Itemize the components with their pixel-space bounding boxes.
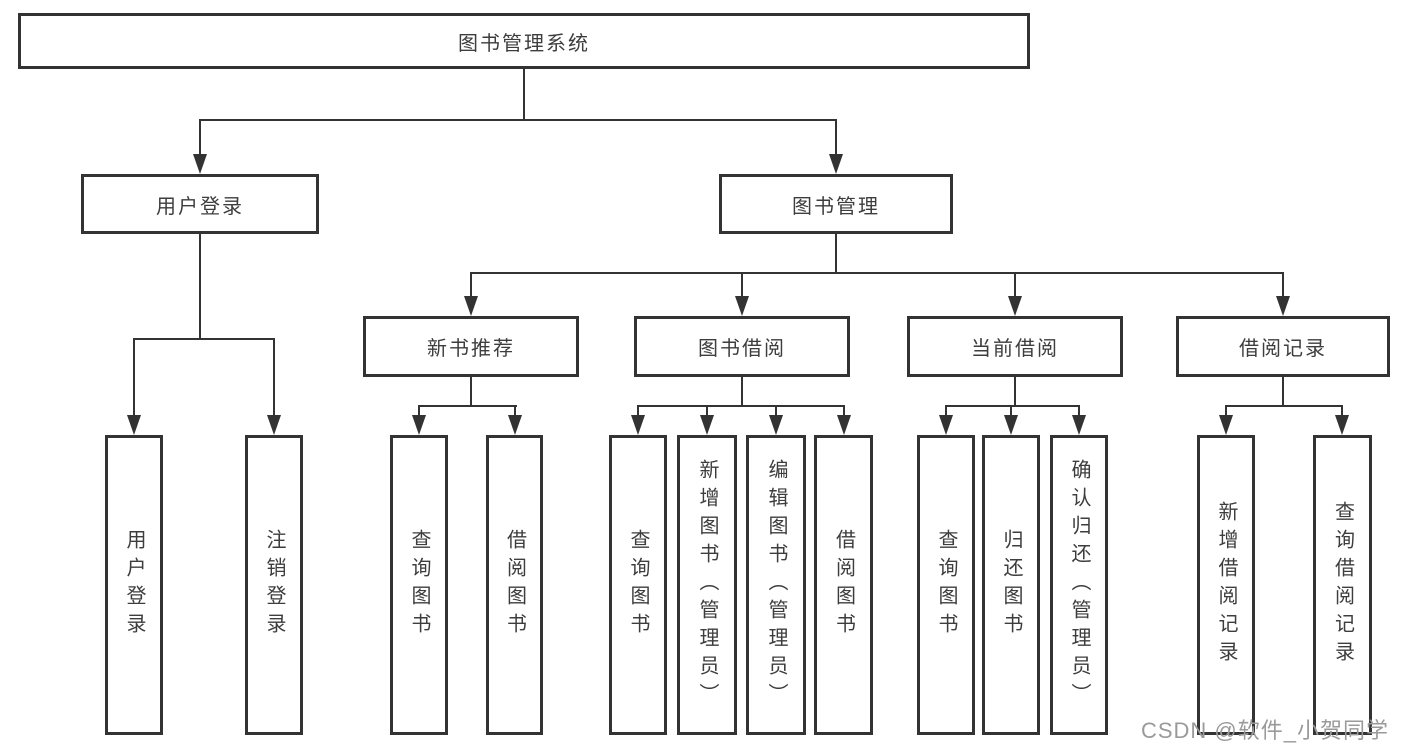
connector-line: [1282, 377, 1284, 407]
leaf-query-borrowing-record: 查询借阅记录: [1313, 435, 1372, 735]
connector-line: [1014, 272, 1016, 298]
node-label: 图书管理系统: [458, 32, 590, 55]
connector-line: [1225, 405, 1227, 417]
arrowhead-down-icon: [837, 415, 851, 435]
leaf-query-books-recommend: 查询图书: [390, 435, 448, 735]
node-label: 注销登录: [263, 529, 285, 641]
connector-line: [199, 234, 201, 338]
node-label: 查询图书: [935, 529, 957, 641]
leaf-query-books-current: 查询图书: [917, 435, 975, 735]
connector-line: [741, 272, 743, 298]
leaf-edit-books-admin: 编辑图书（管理员）: [746, 435, 806, 735]
arrowhead-down-icon: [1335, 415, 1349, 435]
connector-line: [199, 119, 837, 121]
node-label: 编辑图书（管理员）: [765, 459, 787, 711]
csdn-watermark: CSDN @软件_小贺同学: [1140, 718, 1389, 743]
connector-line: [1014, 377, 1016, 407]
connector-line: [775, 405, 777, 417]
leaf-add-books-admin: 新增图书（管理员）: [677, 435, 737, 735]
connector-line: [945, 405, 1080, 407]
arrowhead-down-icon: [700, 415, 714, 435]
connector-line: [835, 234, 837, 274]
node-label: 归还图书: [1000, 529, 1022, 641]
node-label: 用户登录: [123, 529, 145, 641]
node-label: 借阅图书: [832, 529, 855, 641]
node-label: 查询借阅记录: [1331, 501, 1354, 669]
arrowhead-down-icon: [127, 415, 141, 435]
node-label: 查询图书: [408, 529, 430, 641]
leaf-query-books-borrowing: 查询图书: [609, 435, 667, 735]
connector-line: [133, 338, 275, 340]
connector-line: [741, 377, 743, 407]
connector-line: [470, 272, 472, 298]
node-label: 图书借阅: [698, 338, 786, 360]
node-label: 借阅记录: [1239, 338, 1327, 360]
connector-line: [199, 119, 201, 157]
connector-line: [470, 272, 1284, 274]
connector-line: [637, 405, 639, 417]
node-label: 新增借阅记录: [1215, 501, 1237, 669]
connector-line: [418, 405, 517, 407]
leaf-logout: 注销登录: [245, 435, 303, 735]
node-library-management-system: 图书管理系统: [18, 13, 1030, 69]
connector-line: [1341, 405, 1343, 417]
connector-line: [1225, 405, 1343, 407]
node-book-management: 图书管理: [719, 174, 953, 234]
node-label: 借阅图书: [503, 529, 526, 641]
node-new-book-recommendation: 新书推荐: [363, 316, 579, 377]
connector-line: [706, 405, 708, 417]
arrowhead-down-icon: [508, 415, 522, 435]
connector-line: [637, 405, 845, 407]
arrowhead-down-icon: [735, 296, 749, 316]
connector-line: [843, 405, 845, 417]
connector-line: [273, 338, 275, 417]
arrowhead-down-icon: [1219, 415, 1233, 435]
node-label: 新增图书（管理员）: [696, 459, 718, 711]
leaf-borrow-books: 借阅图书: [814, 435, 873, 735]
node-label: 用户登录: [156, 195, 244, 218]
connector-line: [418, 405, 420, 417]
node-current-borrowing: 当前借阅: [907, 316, 1123, 377]
connector-line: [945, 405, 947, 417]
leaf-return-books: 归还图书: [982, 435, 1040, 735]
node-label: 新书推荐: [427, 338, 515, 360]
connector-line: [523, 69, 525, 119]
node-label: 查询图书: [627, 529, 649, 641]
node-borrowing-records: 借阅记录: [1176, 316, 1390, 377]
connector-line: [514, 405, 516, 417]
arrowhead-down-icon: [267, 415, 281, 435]
leaf-user-login: 用户登录: [105, 435, 163, 735]
connector-line: [835, 119, 837, 157]
arrowhead-down-icon: [464, 296, 478, 316]
connector-line: [470, 377, 472, 407]
connector-line: [1010, 405, 1012, 417]
arrowhead-down-icon: [1276, 296, 1290, 316]
connector-line: [1078, 405, 1080, 417]
arrowhead-down-icon: [829, 154, 843, 174]
node-label: 确认归还（管理员）: [1068, 459, 1090, 711]
arrowhead-down-icon: [631, 415, 645, 435]
leaf-borrow-books-recommend: 借阅图书: [486, 435, 543, 735]
node-label: 当前借阅: [971, 338, 1059, 360]
node-label: 图书管理: [792, 195, 880, 218]
arrowhead-down-icon: [193, 154, 207, 174]
node-book-borrowing: 图书借阅: [634, 316, 850, 377]
arrowhead-down-icon: [1004, 415, 1018, 435]
arrowhead-down-icon: [1008, 296, 1022, 316]
arrowhead-down-icon: [939, 415, 953, 435]
leaf-confirm-return-admin: 确认归还（管理员）: [1050, 435, 1108, 735]
arrowhead-down-icon: [769, 415, 783, 435]
node-user-login: 用户登录: [81, 174, 319, 234]
connector-line: [1282, 272, 1284, 298]
leaf-add-borrowing-record: 新增借阅记录: [1197, 435, 1255, 735]
arrowhead-down-icon: [1072, 415, 1086, 435]
arrowhead-down-icon: [412, 415, 426, 435]
connector-line: [133, 338, 135, 417]
